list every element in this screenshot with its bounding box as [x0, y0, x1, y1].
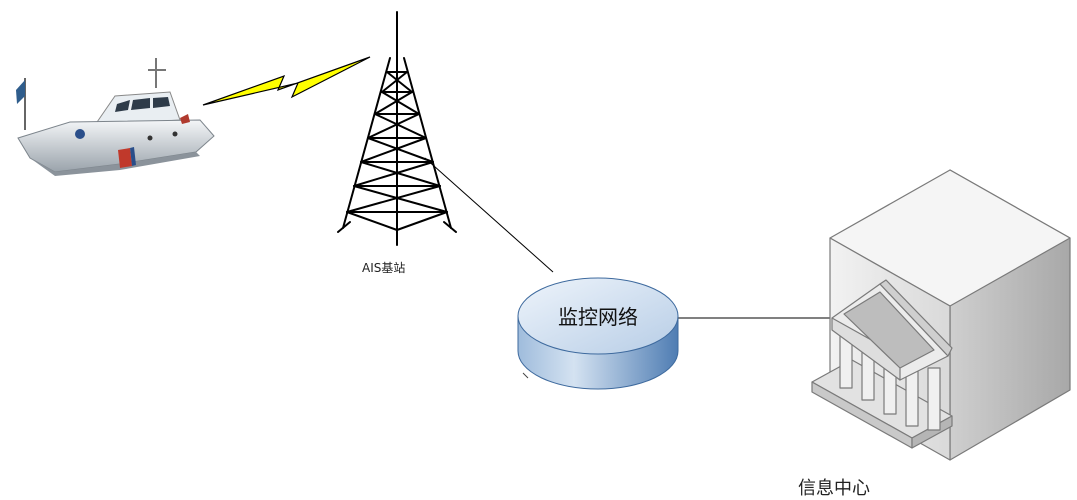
radio-tower-icon	[337, 11, 457, 246]
center-label: 信息中心	[798, 478, 870, 499]
cylinder-tick	[522, 372, 529, 379]
patrol-boat-icon	[16, 58, 215, 176]
link-tower-network	[424, 157, 554, 273]
network-cylinder-icon	[517, 277, 679, 390]
network-label: 监控网络	[558, 305, 638, 329]
bank-building-icon	[811, 169, 1071, 461]
lightning-bolt-icon	[202, 56, 371, 106]
tower-label: AIS基站	[362, 261, 406, 275]
